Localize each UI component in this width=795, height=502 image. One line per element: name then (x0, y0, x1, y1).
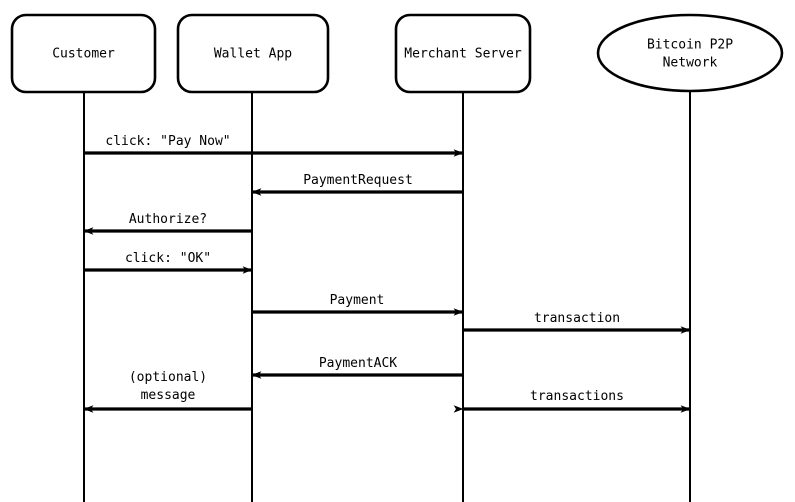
participant-box-wallet[interactable] (176, 13, 330, 94)
participant-label-merchant: Merchant Server (404, 47, 522, 62)
message-click-ok[interactable]: click: "OK" (84, 251, 253, 274)
message-label-click-ok: click: "OK" (125, 251, 211, 266)
participant-label-wallet: Wallet App (214, 47, 292, 62)
message-click-pay-now[interactable]: click: "Pay Now" (84, 134, 464, 157)
message-label-transaction: transaction (534, 311, 620, 326)
participant-label-network-line2: Network (663, 56, 718, 71)
message-transaction[interactable]: transaction (463, 311, 691, 334)
lifelines-group (83, 92, 691, 502)
message-payment[interactable]: Payment (252, 293, 464, 316)
message-label-authorize: Authorize? (129, 212, 207, 227)
participant-box-customer[interactable] (10, 13, 157, 94)
message-label-optional-message-line1: (optional) (129, 370, 207, 385)
message-label-click-pay-now: click: "Pay Now" (105, 134, 230, 149)
message-label-payment-request: PaymentRequest (303, 173, 413, 188)
participant-ellipse-network[interactable] (596, 13, 784, 93)
message-payment-request[interactable]: PaymentRequest (251, 173, 463, 196)
message-label-payment-ack: PaymentACK (319, 356, 397, 371)
message-payment-ack[interactable]: PaymentACK (251, 356, 463, 379)
message-optional-message[interactable]: (optional) message (83, 370, 252, 413)
participant-customer[interactable]: Customer (10, 13, 157, 94)
participant-label-network-line1: Bitcoin P2P (647, 38, 733, 53)
participant-label-customer: Customer (52, 47, 115, 62)
message-label-payment: Payment (330, 293, 385, 308)
participant-network[interactable]: Bitcoin P2P Network (596, 13, 784, 93)
message-authorize[interactable]: Authorize? (83, 212, 252, 235)
participant-merchant[interactable]: Merchant Server (394, 13, 532, 94)
message-label-optional-message-line2: message (141, 388, 196, 403)
participant-wallet[interactable]: Wallet App (176, 13, 330, 94)
participant-box-merchant[interactable] (394, 13, 532, 94)
message-label-transactions: transactions (530, 389, 624, 404)
message-transactions[interactable]: transactions (453, 389, 691, 413)
